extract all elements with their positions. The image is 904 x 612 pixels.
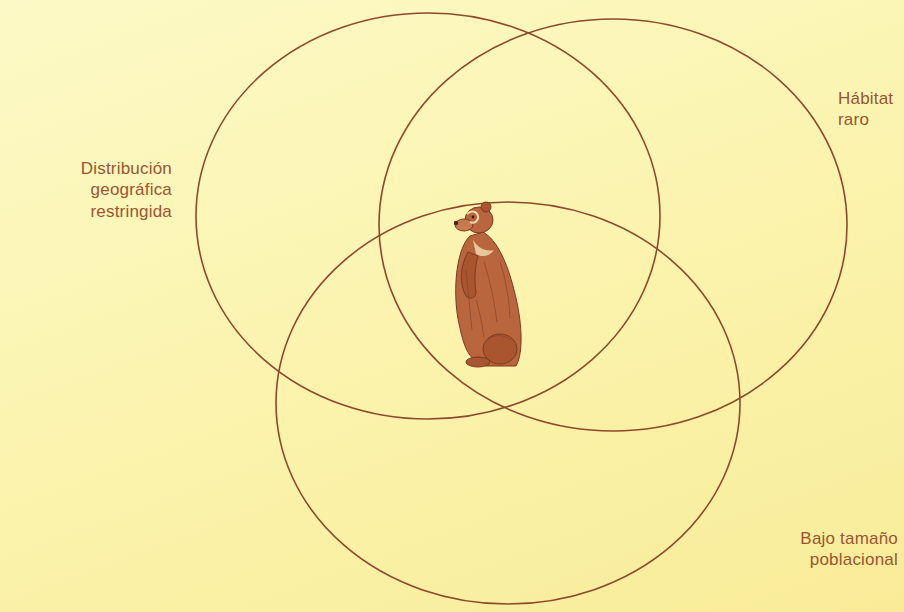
circle-outline	[378, 18, 848, 432]
bear-foot	[466, 357, 490, 367]
bear-arm	[461, 252, 478, 298]
venn-circle: Bajo tamaño poblacional	[275, 201, 741, 605]
bear-fur-hatching	[466, 262, 510, 340]
fur-line	[484, 262, 497, 322]
circle-outline	[275, 201, 741, 605]
bear-chest-mark	[473, 240, 494, 256]
set-label: Hábitat raro	[838, 88, 900, 131]
set-label: Bajo tamaño poblacional	[788, 528, 898, 571]
bear-ear	[481, 202, 491, 212]
circle-line	[276, 202, 740, 604]
set-label: Distribución geográfica restringida	[42, 158, 172, 222]
bear-hind-leg	[483, 334, 517, 364]
fur-line	[466, 270, 472, 330]
bear-body	[456, 232, 521, 366]
bear-snout	[455, 219, 473, 231]
bear-eye	[472, 216, 475, 219]
bear-nose	[454, 221, 458, 225]
circle-line	[379, 19, 847, 431]
venn-circle: Hábitat raro	[378, 18, 848, 432]
fur-line	[500, 262, 510, 318]
fur-line	[476, 300, 484, 338]
circle-line	[196, 13, 660, 419]
bear-spectacle	[467, 212, 478, 223]
bear-head	[465, 207, 493, 233]
bear-figure	[454, 202, 521, 367]
fur-line	[488, 336, 510, 341]
